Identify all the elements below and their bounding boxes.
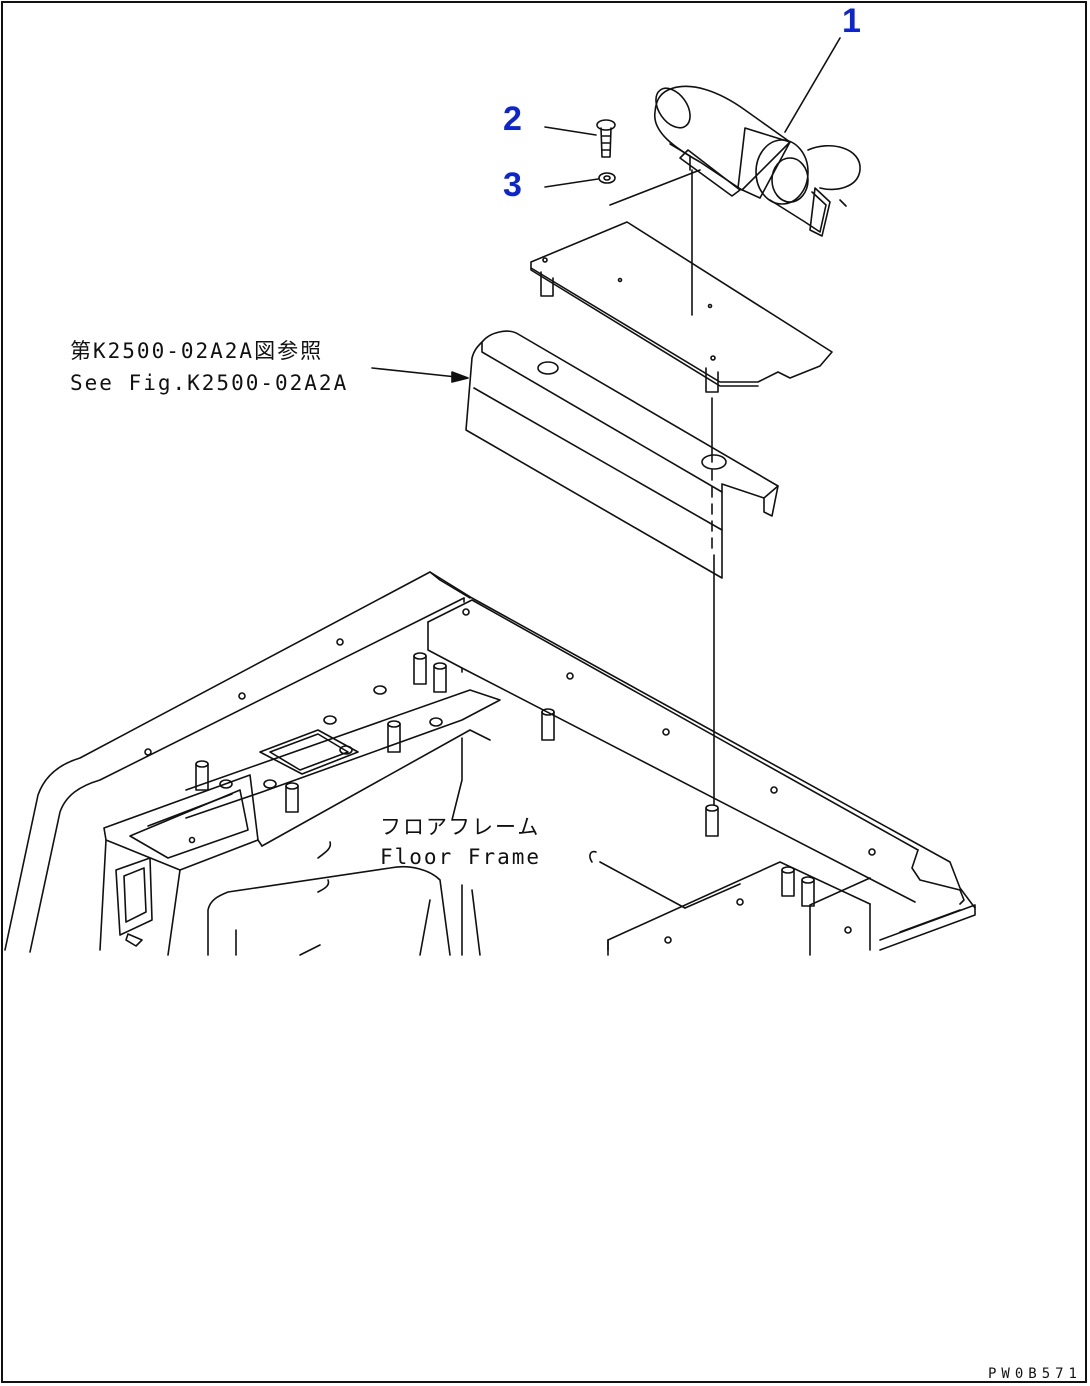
bolt-part-2 (597, 120, 615, 157)
reference-leader (372, 368, 468, 382)
motor-unit-part-1 (610, 82, 860, 236)
washer-part-3 (599, 173, 615, 183)
floor-studs (196, 653, 814, 906)
reference-label-en: See Fig.K2500-02A2A (70, 371, 349, 395)
callout-1: 1 (842, 2, 861, 40)
cover-duct (466, 331, 778, 578)
drawing-code: PW0B571 (987, 1366, 1082, 1382)
callout-3: 3 (503, 166, 522, 204)
floor-holes (145, 609, 875, 943)
floor-frame-label-en: Floor Frame (380, 845, 542, 869)
floor-frame-label-jp: フロアフレーム (380, 815, 541, 839)
callout-leaders (545, 38, 840, 187)
floor-frame (5, 572, 975, 955)
mounting-plate (531, 222, 832, 392)
reference-label-jp: 第K2500-02A2A図参照 (70, 339, 324, 363)
callout-2: 2 (503, 100, 522, 138)
